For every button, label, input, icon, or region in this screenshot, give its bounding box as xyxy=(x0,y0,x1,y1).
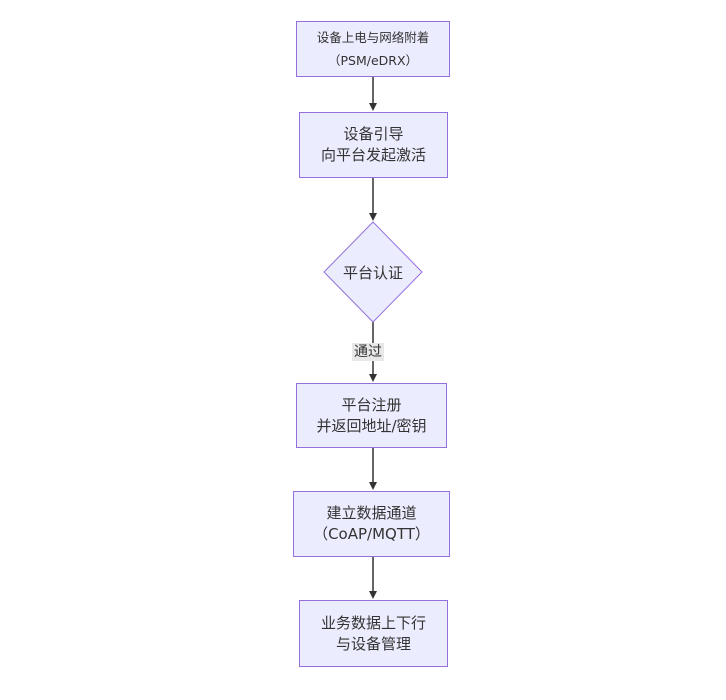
node-power-attach: 设备上电与网络附着 （PSM/eDRX） xyxy=(296,21,450,77)
edge-label-pass: 通过 xyxy=(352,343,384,361)
arrowhead-down-icon xyxy=(369,482,377,490)
node-register: 平台注册 并返回地址/密钥 xyxy=(296,383,447,448)
arrowhead-down-icon xyxy=(369,103,377,111)
node-label-line: （CoAP/MQTT） xyxy=(313,525,430,543)
node-label-line: 平台认证 xyxy=(342,263,403,282)
arrowhead-down-icon xyxy=(369,591,377,599)
edge-register-to-channel xyxy=(369,448,377,490)
node-label-line: 业务数据上下行 xyxy=(320,613,426,632)
node-label-line: 并返回地址/密钥 xyxy=(316,416,427,435)
node-bootstrap: 设备引导 向平台发起激活 xyxy=(299,112,448,178)
node-label-line: 向平台发起激活 xyxy=(320,146,426,164)
arrowhead-down-icon xyxy=(369,213,377,221)
node-label-line: 与设备管理 xyxy=(335,634,411,653)
edge-power-to-bootstrap xyxy=(369,77,377,111)
arrowhead-down-icon xyxy=(369,374,377,382)
node-platform-auth-diamond xyxy=(323,221,423,323)
edge-bootstrap-to-auth xyxy=(369,178,377,221)
node-label-line: （PSM/eDRX） xyxy=(327,53,419,68)
node-label-line: 建立数据通道 xyxy=(326,504,417,522)
node-data-channel: 建立数据通道 （CoAP/MQTT） xyxy=(293,491,450,557)
node-label-line: 平台注册 xyxy=(341,395,402,414)
node-label-line: 设备上电与网络附着 xyxy=(316,30,430,45)
node-business: 业务数据上下行 与设备管理 xyxy=(299,600,448,667)
edge-channel-to-business xyxy=(369,557,377,599)
node-label-line: 设备引导 xyxy=(343,125,404,143)
node-platform-auth-label: 平台认证 xyxy=(323,222,423,322)
